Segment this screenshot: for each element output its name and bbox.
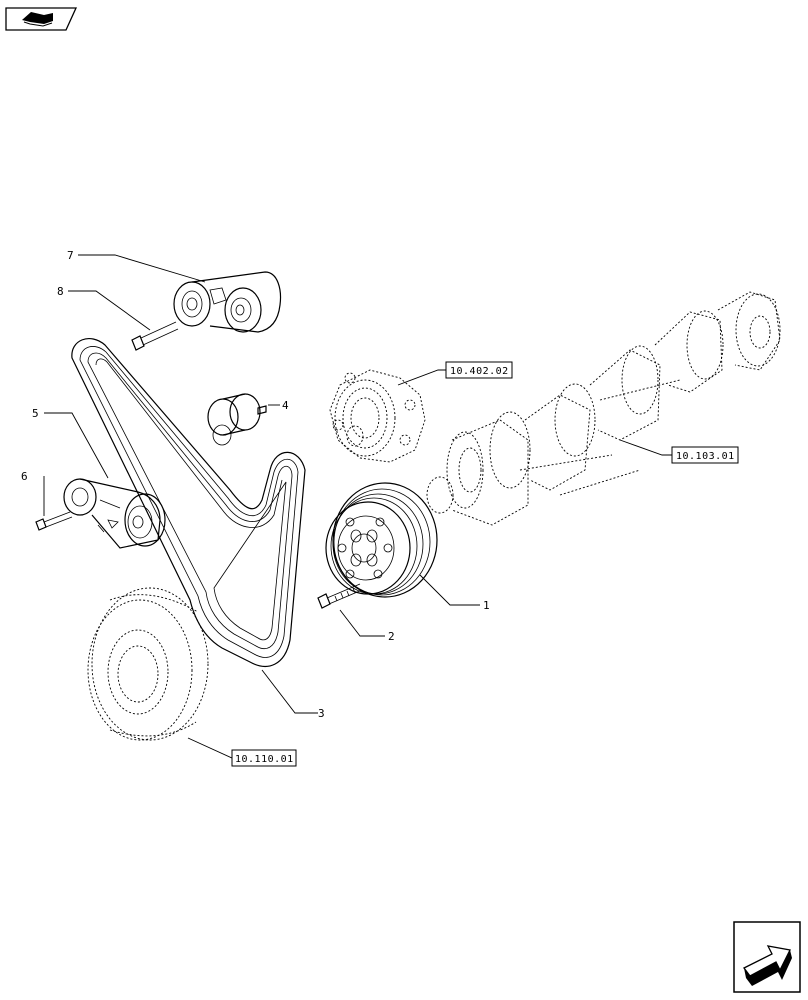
ref-crankshaft-text: 10.103.01 [676,451,735,462]
idler-screw-part [131,321,179,351]
leader-8 [68,290,151,331]
ref-box-water-pump[interactable]: 10.402.02 [445,361,513,379]
ref-box-crankshaft[interactable]: 10.103.01 [671,446,739,464]
belt-tensioner-part [63,478,166,549]
next-page-button[interactable] [733,921,801,993]
callout-6: 6 [21,470,28,483]
leader-10-103-01 [619,439,672,456]
book-arrow-icon [22,12,53,27]
idler-roller-part [207,393,267,446]
crankshaft-reference-part [426,291,781,526]
leader-1 [419,574,480,606]
callout-8: 8 [57,285,64,298]
leader-5 [44,412,109,479]
callout-5: 5 [32,407,39,420]
ref-water-pump-text: 10.402.02 [450,366,509,377]
ref-damper-text: 10.110.01 [235,754,294,765]
callout-3: 3 [318,707,325,720]
leader-7 [78,254,206,283]
damper-reference-part [87,587,209,741]
callout-2: 2 [388,630,395,643]
callout-1: 1 [483,599,490,612]
leader-10-110-01 [187,737,238,759]
leader-2 [339,609,385,637]
callout-4: 4 [282,399,289,412]
drive-belt-part [71,338,306,667]
leader-3 [261,669,318,714]
belt-pulley-part [325,482,438,598]
idler-pulley-assembly-part [173,271,282,333]
ref-box-damper[interactable]: 10.110.01 [231,749,297,767]
callout-7: 7 [67,249,74,262]
book-icon-button[interactable] [5,7,78,31]
pulley-screw-part [317,583,363,609]
next-page-arrow-icon [743,945,792,986]
leader-10-402-02 [397,369,446,386]
water-pump-reference-part [329,369,426,463]
tensioner-screw-part [35,511,73,531]
leader-lines [43,254,672,759]
